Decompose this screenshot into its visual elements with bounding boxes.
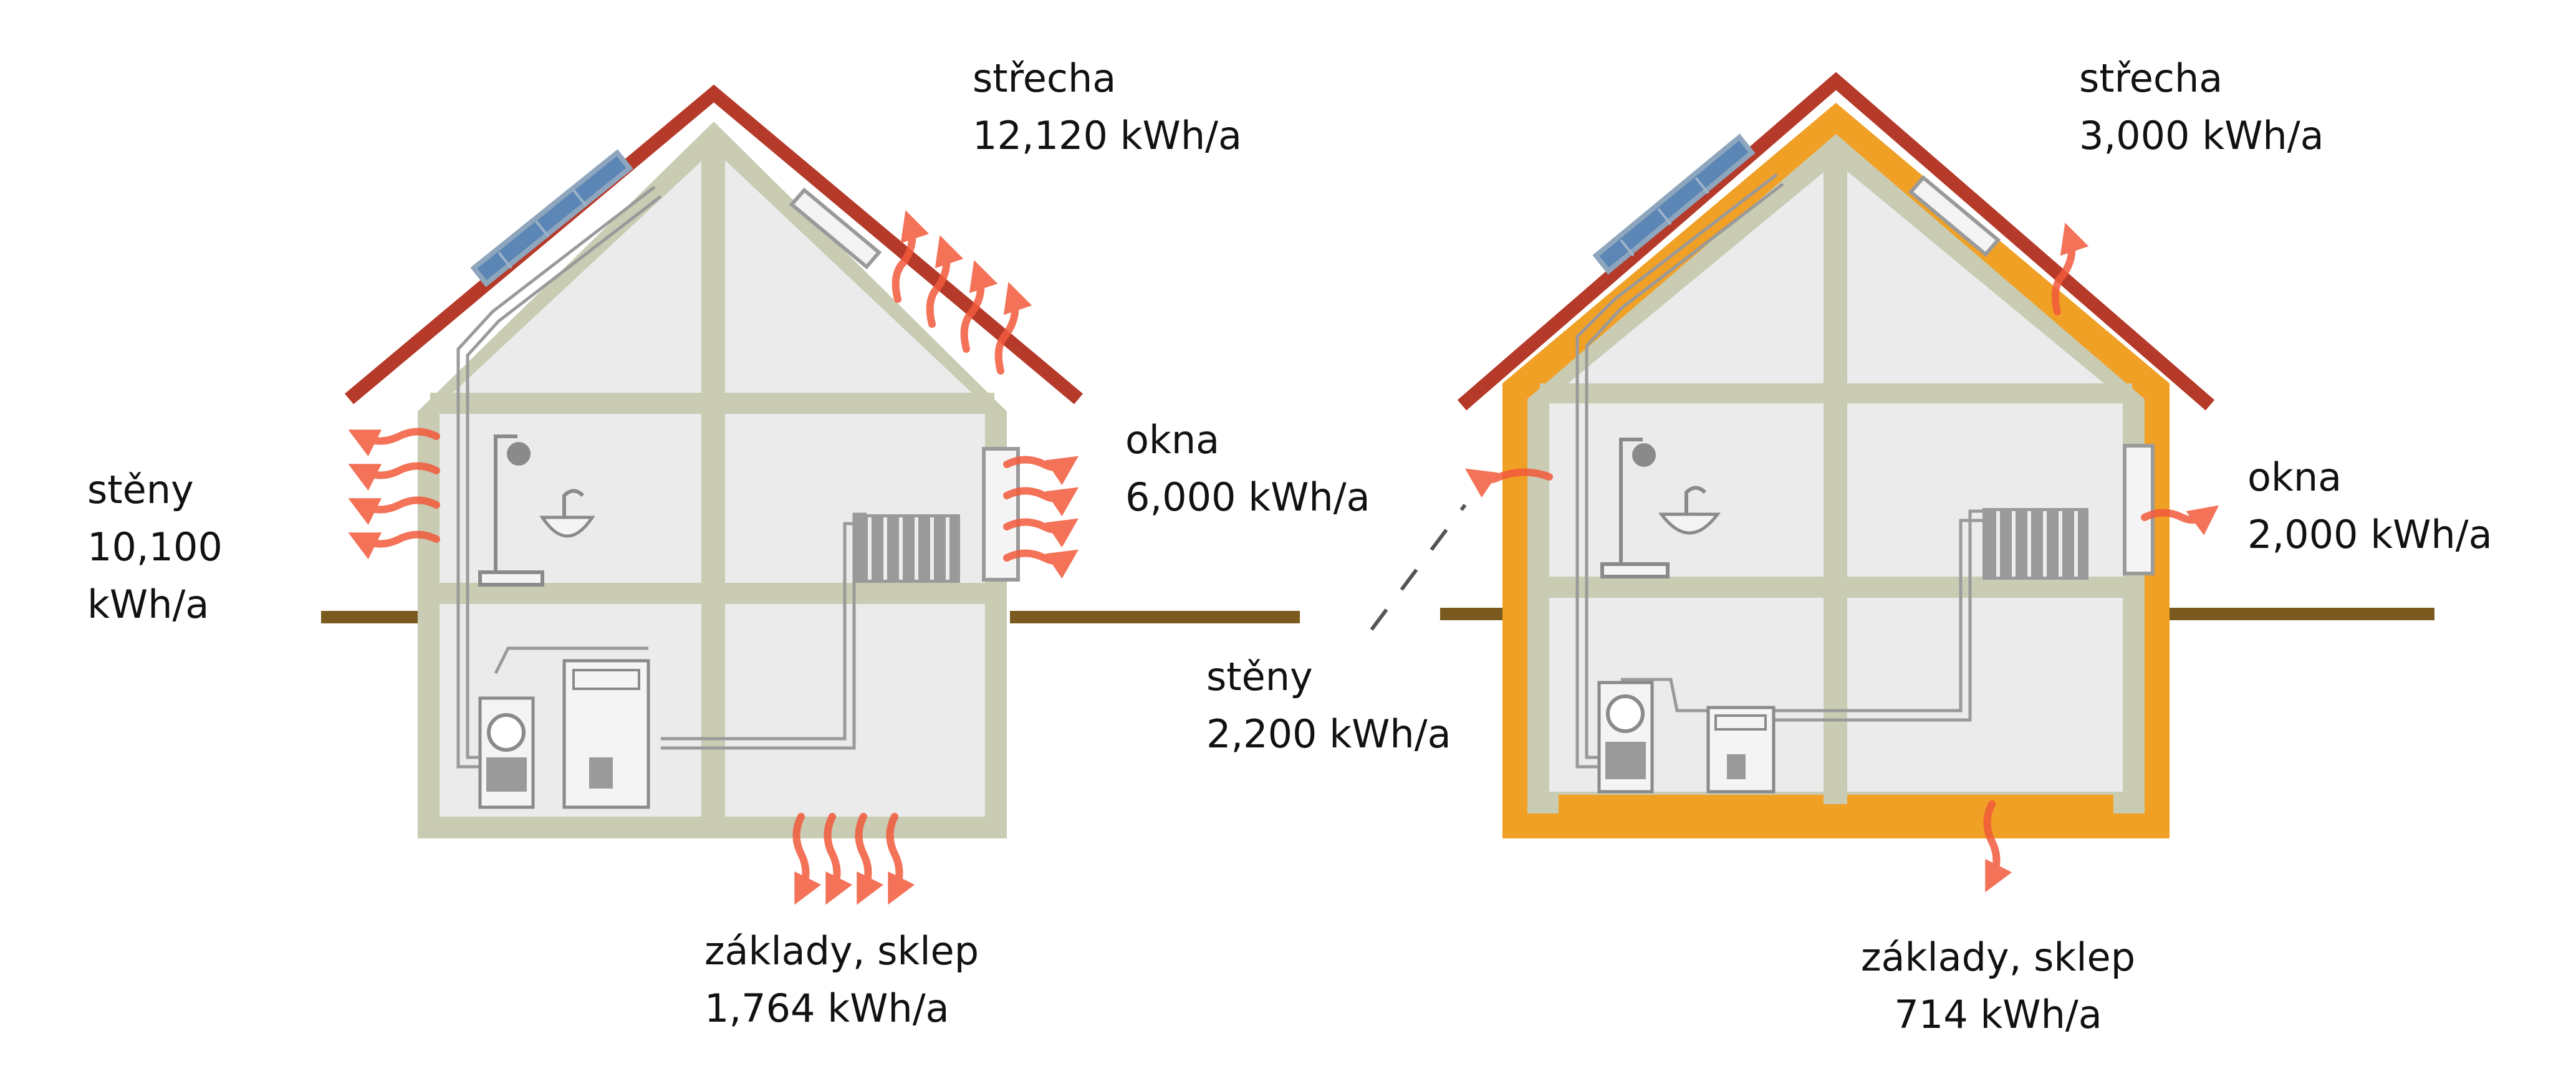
right-heater — [1706, 706, 1776, 794]
right-windows-name: okna — [2247, 454, 2342, 500]
left-foundation-label: základy, sklep 1,764 kWh/a — [704, 923, 979, 1037]
right-solar-panel — [1592, 133, 1756, 275]
left-radiator — [854, 514, 960, 583]
left-walls-number: 10,100 — [87, 524, 223, 570]
right-walls-label: stěny 2,200 kWh/a — [1206, 648, 1451, 763]
left-heat-arrows — [348, 210, 1079, 905]
left-solar-panel — [470, 149, 633, 287]
right-roof-name: střecha — [2079, 55, 2223, 101]
left-windows-value: 6,000 kWh/a — [1125, 474, 1370, 520]
right-windows-value: 2,000 kWh/a — [2247, 512, 2492, 557]
right-sink — [1658, 486, 1721, 535]
right-roof-label: střecha 3,000 kWh/a — [2079, 50, 2324, 165]
right-roof-value: 3,000 kWh/a — [2079, 113, 2324, 158]
ground-lines — [321, 608, 2434, 623]
left-shower — [478, 434, 544, 587]
left-walls-name: stěny — [87, 467, 194, 512]
left-roof-name: střecha — [973, 55, 1117, 101]
right-roof — [1457, 72, 2215, 411]
left-windows-label: okna 6,000 kWh/a — [1125, 411, 1370, 526]
left-windows-name: okna — [1125, 417, 1220, 463]
right-radiator — [1982, 508, 2088, 580]
right-foundation-label: základy, sklep 714 kWh/a — [1861, 929, 2135, 1043]
right-water-tank — [1597, 681, 1654, 794]
right-wall-window — [2123, 444, 2155, 575]
left-walls-label: stěny 10,100 kWh/a — [87, 461, 223, 633]
left-foundation-value: 1,764 kWh/a — [704, 986, 949, 1031]
right-shower — [1600, 438, 1670, 578]
left-foundation-name: základy, sklep — [704, 928, 979, 974]
right-foundation-value: 714 kWh/a — [1894, 992, 2102, 1037]
right-heat-arrows — [1465, 223, 2219, 893]
left-wall-window — [982, 447, 1020, 582]
right-house — [1457, 72, 2215, 838]
right-walls-value: 2,200 kWh/a — [1206, 711, 1451, 757]
left-house — [344, 84, 1084, 838]
left-heater — [562, 659, 650, 809]
left-sink — [539, 489, 595, 538]
left-roof — [344, 84, 1084, 405]
left-roof-value: 12,120 kWh/a — [973, 113, 1242, 158]
left-roof-window — [789, 187, 882, 270]
right-pipes — [1575, 173, 1986, 769]
right-windows-label: okna 2,000 kWh/a — [2247, 449, 2492, 564]
left-walls-unit: kWh/a — [87, 582, 209, 627]
right-walls-name: stěny — [1206, 654, 1313, 699]
left-water-tank — [478, 696, 535, 809]
left-roof-label: střecha 12,120 kWh/a — [973, 50, 1242, 165]
right-foundation-name: základy, sklep — [1861, 934, 2136, 980]
right-roof-window — [1908, 175, 2001, 257]
